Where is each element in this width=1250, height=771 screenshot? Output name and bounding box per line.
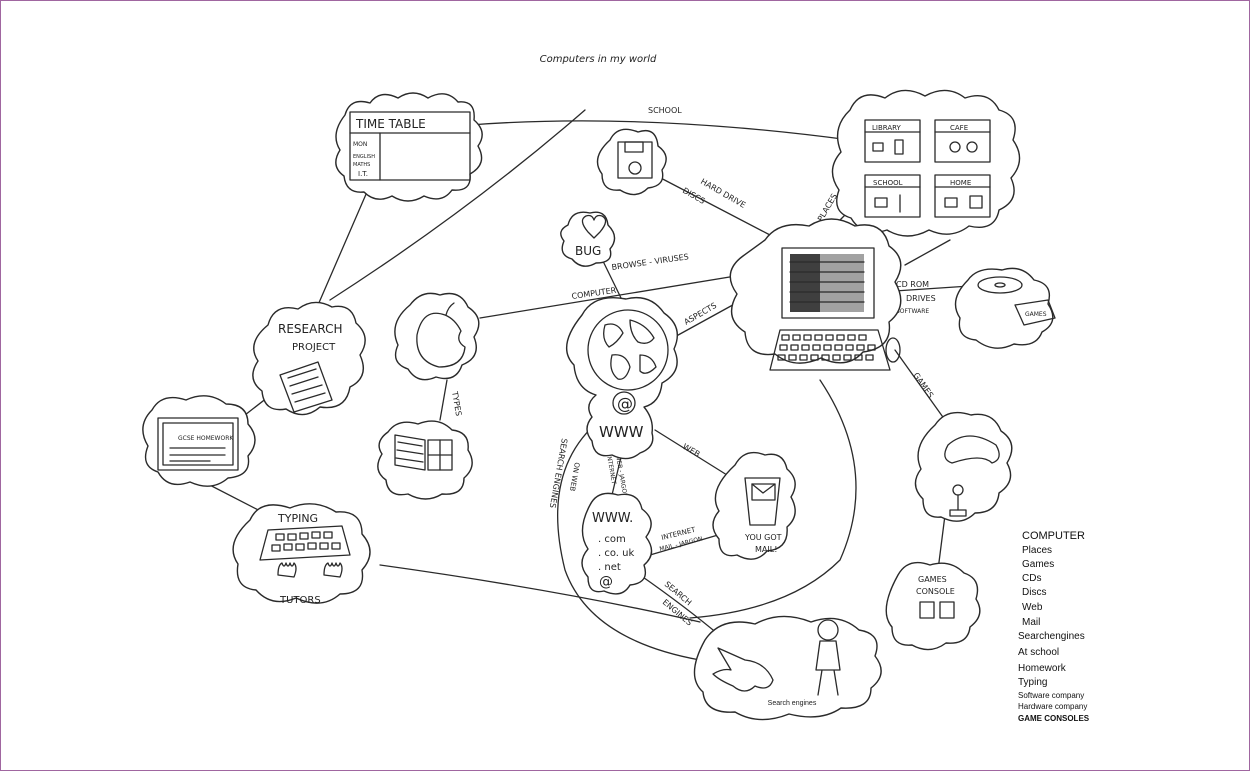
legend-item-discs: Discs [1022,587,1046,598]
computer-cloud [729,218,902,371]
timetable-cloud: TIME TABLE MON ENGLISH MATHS I.T. [335,92,483,202]
legend-item-cds: CDs [1022,573,1041,584]
legend-item-typing: Typing [1018,677,1047,688]
label-discs: DISCS [681,186,707,206]
label-search-engines-web2: ON WEB [568,462,581,492]
places-cloud: LIBRARY CAFE SCHOOL HOME [831,89,1021,237]
legend-item-computer: COMPUTER [1022,530,1085,542]
legend-item-hardware-company: Hardware company [1018,702,1087,711]
cd-cloud: GAMES [954,267,1056,349]
floppy-cloud [596,128,667,196]
typing-cloud: TYPING TUTORS [232,503,371,606]
label-types: TYPES [450,390,463,417]
legend-item-games: Games [1022,559,1054,570]
label-cd-rom: CD ROM [896,280,929,289]
legend-item-web: Web [1022,602,1043,613]
label-games: GAMES [911,371,935,400]
timetable-row-mon: MON [353,141,367,148]
places-home: HOME [950,179,971,187]
homework-label: GCSE HOMEWORK [178,435,234,442]
mail-cloud: YOU GOT MAIL! [712,451,796,560]
legend-item-game-consoles: GAME CONSOLES [1018,714,1090,723]
windows-cloud [377,420,473,500]
bug-cloud: BUG [560,211,616,267]
homework-cloud: GCSE HOMEWORK [142,395,256,487]
label-software: SOFTWARE [896,308,929,315]
search-caption: Search engines [768,700,817,707]
domain-couk: . co. uk [598,548,634,559]
legend-item-searchengines: Searchengines [1018,631,1085,642]
research-cloud: RESEARCH PROJECT [252,301,366,416]
legend-item-software-company: Software company [1018,691,1084,700]
typing-top: TYPING [277,512,318,525]
map-title: Computers in my world [540,54,657,65]
timetable-row-maths: MATHS [353,162,370,168]
console-cloud: GAMES CONSOLE [885,561,981,651]
mail-line2: MAIL! [755,545,777,554]
legend-item-homework: Homework [1018,663,1067,674]
places-library: LIBRARY [872,124,902,132]
timetable-row-english: ENGLISH [353,154,375,160]
bug-label: BUG [575,244,601,258]
globe-at: @ [617,394,633,413]
label-web: WEB [681,442,701,459]
timetable-row-it: I.T. [358,170,368,178]
label-search-engines-web1: SEARCH ENGINES [548,438,569,509]
globe-www: WWW [599,423,644,441]
places-school: SCHOOL [873,179,903,187]
label-places: PLACES [816,192,839,223]
connector-lines [199,109,971,661]
typing-bottom: TUTORS [279,595,321,606]
domain-at: @ [599,574,613,590]
label-hard-drive: HARD DRIVE [699,177,747,210]
legend-item-mail: Mail [1022,617,1040,628]
globe-cloud: @ WWW [565,296,678,460]
cd-games-label: GAMES [1025,311,1047,318]
domain-com: . com [598,534,626,545]
research-line1: RESEARCH [278,322,342,336]
places-cafe: CAFE [950,124,968,132]
console-line2: CONSOLE [916,587,955,596]
legend-list: COMPUTER Places Games CDs Discs Web Mail… [1018,530,1090,723]
label-school: SCHOOL [648,106,682,115]
mail-line1: YOU GOT [744,533,782,542]
domain-net: . net [598,562,621,573]
controller-cloud [914,411,1013,522]
timetable-heading: TIME TABLE [355,117,426,131]
label-drives: DRIVES [906,294,936,303]
legend-item-places: Places [1022,545,1052,556]
console-line1: GAMES [918,575,947,584]
apple-cloud [394,292,480,381]
domains-cloud: WWW. . com . co. uk . net @ [581,492,653,595]
legend-item-at-school: At school [1018,647,1059,658]
search-engines-cloud: Search engines [693,615,882,721]
research-line2: PROJECT [292,342,336,353]
domain-www: WWW. [592,511,633,526]
label-browse: BROWSE - VIRUSES [611,252,689,272]
